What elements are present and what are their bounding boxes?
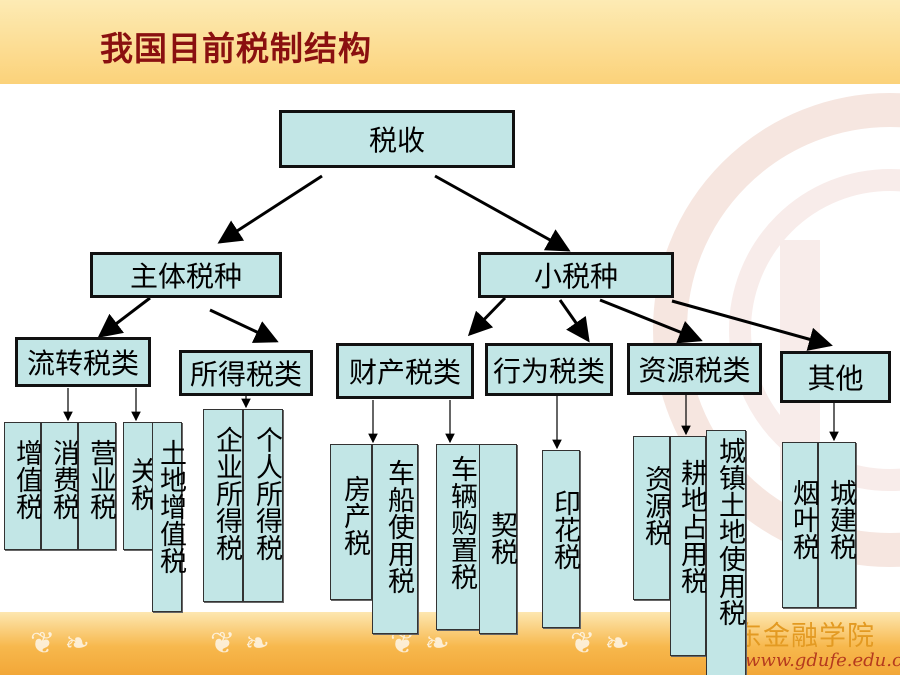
tax-label: 企业所得税 [211, 426, 242, 561]
category-resource: 资源税类 [627, 343, 762, 395]
tax-label: 增值税 [11, 439, 42, 520]
tax-personal-income: 个人所得税 [243, 409, 283, 602]
ornament-icon: ❦ ❧ [570, 626, 630, 661]
slide-title: 我国目前税制结构 [100, 29, 372, 68]
tax-label: 城镇土地使用税 [714, 437, 745, 626]
tax-label: 资源税 [640, 465, 671, 546]
tax-vehicle-purchase: 车辆购置税 [436, 444, 480, 630]
main-tax-box: 主体税种 [90, 252, 282, 298]
tax-customs: 关税 [123, 422, 157, 550]
tax-label: 印花税 [549, 489, 580, 570]
tax-label: 房产税 [339, 475, 370, 556]
tax-vehicle-vessel: 车船使用税 [372, 444, 418, 634]
category-turnover: 流转税类 [15, 337, 151, 387]
tax-label: 个人所得税 [251, 426, 282, 561]
tax-label: 土地增值税 [155, 439, 186, 574]
tax-consumption: 消费税 [41, 422, 79, 550]
tax-label: 车辆购置税 [446, 455, 477, 590]
tax-label: 消费税 [48, 439, 79, 520]
connector-arrow [209, 308, 279, 343]
tax-resource: 资源税 [633, 436, 671, 600]
category-property: 财产税类 [336, 343, 474, 399]
ornament-icon: ❦ ❧ [30, 626, 90, 661]
tax-deed: 契税 [479, 444, 517, 634]
tax-label: 车船使用税 [383, 459, 414, 594]
tax-label: 契税 [486, 511, 517, 565]
ornament-icon: ❦ ❧ [210, 626, 270, 661]
tax-label: 关税 [126, 457, 157, 511]
tax-corporate-income: 企业所得税 [203, 409, 243, 602]
tax-house: 房产税 [330, 444, 372, 600]
tax-vat: 增值税 [4, 422, 42, 550]
school-url: www.gdufe.edu.cn [745, 650, 900, 671]
category-other: 其他 [780, 351, 891, 403]
connector-arrow [558, 299, 590, 343]
tax-urban-land: 城镇土地使用税 [706, 430, 746, 675]
connector-arrow [434, 174, 571, 252]
tax-farmland: 耕地占用税 [670, 436, 707, 656]
tax-land-vat: 土地增值税 [152, 422, 186, 612]
connector-arrow [671, 299, 833, 351]
connector-arrow [599, 298, 703, 344]
header-band [0, 0, 900, 84]
tax-business: 营业税 [78, 422, 116, 550]
tax-stamp: 印花税 [542, 450, 580, 628]
tax-label: 烟叶税 [788, 479, 819, 560]
tax-label: 城建税 [825, 479, 856, 560]
tax-label: 营业税 [85, 439, 116, 520]
tax-tobacco-leaf: 烟叶税 [782, 442, 819, 608]
school-name: 东金融学院 [735, 621, 875, 652]
category-behavior: 行为税类 [485, 343, 613, 396]
tax-label: 耕地占用税 [676, 459, 707, 594]
connector-arrow [217, 174, 323, 244]
connector-arrow [97, 296, 151, 338]
root-tax-box: 税收 [279, 110, 515, 168]
minor-tax-box: 小税种 [478, 252, 674, 298]
category-income: 所得税类 [179, 350, 313, 396]
tax-urban-construction: 城建税 [818, 442, 856, 608]
connector-arrow [467, 296, 507, 337]
